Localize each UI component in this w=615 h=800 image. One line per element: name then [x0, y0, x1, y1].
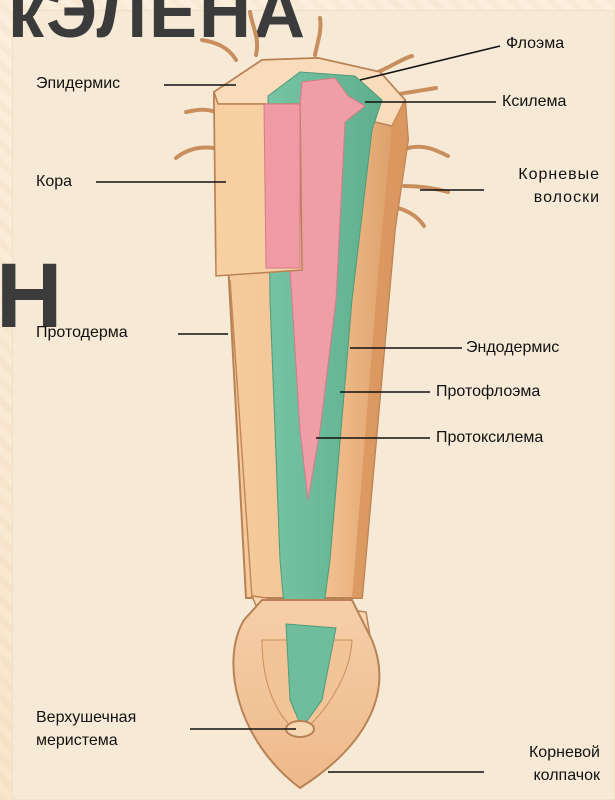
label-endodermis: Эндодермис — [466, 338, 559, 358]
label-epidermis: Эпидермис — [36, 74, 120, 94]
label-floema: Флоэма — [506, 34, 564, 54]
label-protoksilema: Протоксилема — [436, 428, 543, 448]
root-hair — [186, 110, 216, 112]
label-kora: Кора — [36, 172, 72, 192]
root-hair — [378, 56, 412, 72]
label-root-cap-2: колпачок — [486, 766, 600, 786]
root-hair — [202, 40, 236, 60]
root-hair — [176, 147, 214, 158]
label-ksilema: Ксилема — [502, 92, 566, 112]
label-protoderma: Протодерма — [36, 323, 128, 343]
root-hair — [315, 18, 321, 55]
label-meristem: Верхушечная — [36, 708, 136, 728]
label-root-hairs: Корневые — [486, 165, 600, 185]
root-hair — [250, 12, 257, 55]
label-root-cap: Корневой — [486, 743, 600, 763]
root-hair — [404, 186, 448, 192]
root-hair — [398, 208, 424, 226]
leader-line-floema — [360, 46, 500, 80]
label-meristem-2: меристема — [36, 731, 118, 751]
cortex-step-pink — [264, 104, 300, 268]
root-hair — [408, 147, 448, 156]
label-protofloema: Протофлоэма — [436, 382, 540, 402]
label-root-hairs-2: волоски — [486, 188, 600, 208]
